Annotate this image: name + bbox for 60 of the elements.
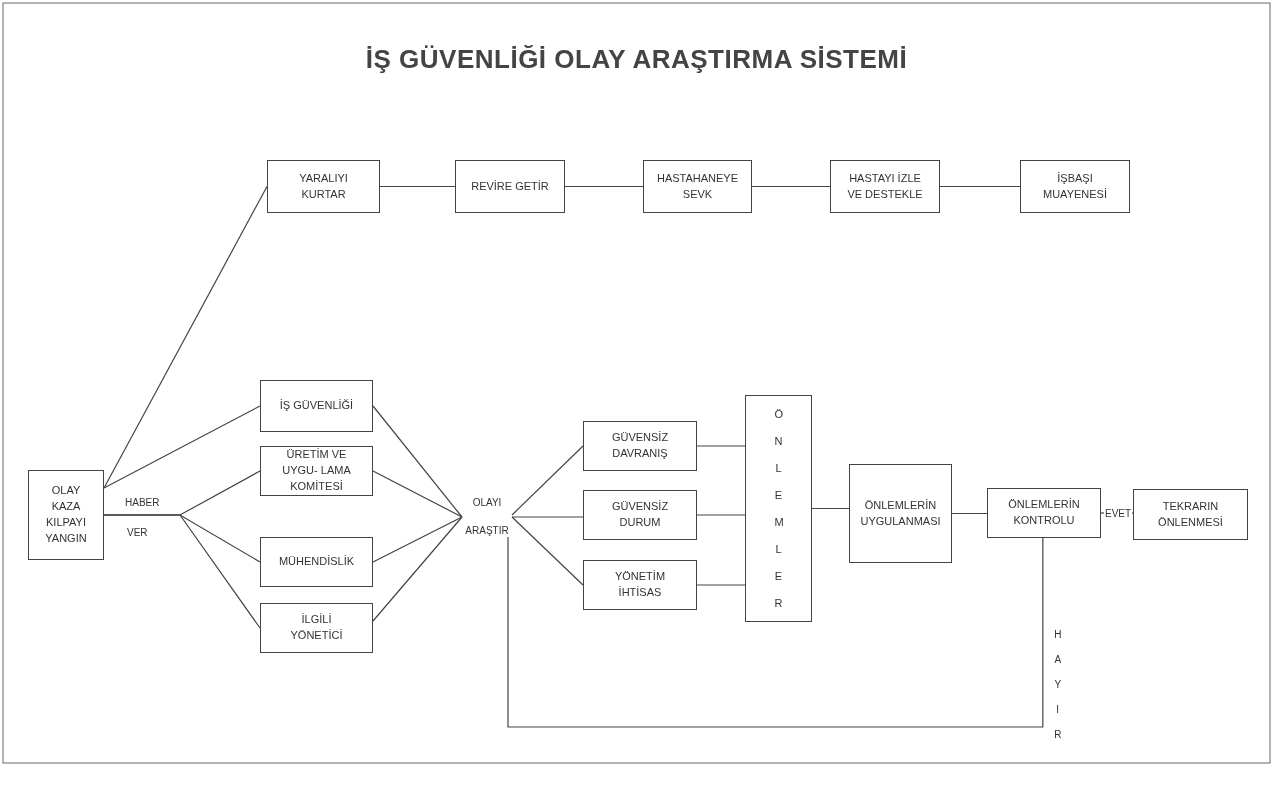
flow-label: VER xyxy=(127,527,148,538)
node-text: ÖNLEMLERİN KONTROLU xyxy=(1007,497,1081,528)
process-box xyxy=(455,160,565,213)
node-text: MÜHENDİSLİK xyxy=(278,554,355,570)
process-box xyxy=(260,603,373,653)
process-box xyxy=(849,464,952,563)
connector-line xyxy=(811,507,850,510)
node-text: ARAŞTIR xyxy=(465,525,509,537)
connector-line xyxy=(379,185,456,188)
node-text: HASTAHANEYE SEVK xyxy=(656,170,739,202)
process-box xyxy=(260,537,373,587)
connector-line xyxy=(372,516,463,622)
process-box xyxy=(1133,489,1248,540)
process-box xyxy=(583,421,697,471)
connector-line xyxy=(103,514,261,629)
connector-line xyxy=(951,512,988,515)
node-text: ÖNLEMLERİN UYGULANMASI xyxy=(860,497,941,529)
process-box xyxy=(583,560,697,610)
process-box xyxy=(987,488,1101,538)
connector-line xyxy=(103,185,268,489)
node-text: ÜRETİM VE UYGU- LAMA KOMİTESİ xyxy=(281,447,352,494)
process-box xyxy=(830,160,940,213)
flow-label: HABER xyxy=(125,497,160,508)
process-box xyxy=(643,160,752,213)
process-box xyxy=(583,490,697,540)
connector-line xyxy=(372,405,463,518)
process-box xyxy=(260,380,373,432)
node-text: OLAYI xyxy=(472,497,502,509)
connector-line xyxy=(696,445,746,447)
edge-label: EVET xyxy=(1104,508,1133,519)
connector-line xyxy=(696,514,746,516)
connector-line xyxy=(751,185,831,188)
connector-line xyxy=(507,536,1044,728)
node-text: İŞ GÜVENLİĞİ xyxy=(279,398,354,414)
process-box xyxy=(1020,160,1130,213)
connector-line xyxy=(372,470,463,518)
process-box xyxy=(260,446,373,496)
connector-line xyxy=(103,405,261,489)
connector-line xyxy=(939,185,1021,188)
node-text: YÖNETİM İHTİSAS xyxy=(613,569,667,600)
diagram-title: İŞ GÜVENLİĞİ OLAY ARAŞTIRMA SİSTEMİ xyxy=(364,44,909,75)
node-text: İŞBAŞI MUAYENESİ xyxy=(1042,170,1108,202)
connector-line xyxy=(511,516,584,518)
connector-line xyxy=(696,584,746,586)
process-box xyxy=(28,470,104,560)
node-text: REVİRE GETİR xyxy=(471,178,549,194)
connector-line xyxy=(511,445,584,516)
node-text: OLAY KAZA KILPAYI YANGIN xyxy=(44,483,88,546)
node-text: TEKRARIN ÖNLENMESİ xyxy=(1157,498,1224,530)
vertical-process-box xyxy=(745,395,812,622)
node-text: GÜVENSİZ DURUM xyxy=(610,499,670,530)
node-text: İLGİLİ YÖNETİCİ xyxy=(289,612,344,643)
connector-line xyxy=(511,516,584,586)
node-text: YARALIYI KURTAR xyxy=(298,170,349,202)
connector-line xyxy=(372,516,463,563)
node-text: GÜVENSİZ DAVRANIŞ xyxy=(610,430,670,461)
node-text: HASTAYI İZLE VE DESTEKLE xyxy=(846,170,924,202)
process-box xyxy=(267,160,380,213)
node-text: ÖNLEMLER xyxy=(774,406,783,611)
connector-line xyxy=(564,185,644,188)
